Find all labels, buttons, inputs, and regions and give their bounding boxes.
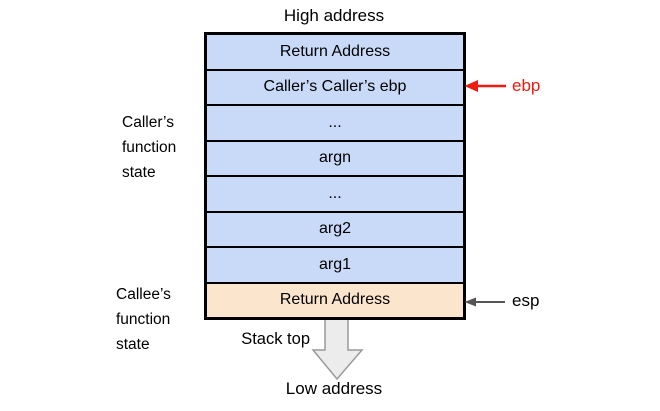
stack-row-label: arg2 <box>318 220 352 238</box>
caller-function-state-label: Caller’s function state <box>122 110 176 185</box>
caller-label-line: state <box>122 164 156 181</box>
callee-label-line: state <box>116 336 150 353</box>
stack-row-return-address-callee: Return Address <box>207 281 463 317</box>
stack-row-return-address-caller: Return Address <box>207 35 463 69</box>
ebp-arrow-head <box>464 80 478 92</box>
stack-row-ellipsis-lower: ... <box>207 175 463 211</box>
stack-row-arg2: arg2 <box>207 210 463 246</box>
esp-arrow-head <box>464 297 476 307</box>
stack-row-label: ... <box>328 184 342 202</box>
ebp-register-label: ebp <box>512 76 541 95</box>
high-address-label: High address <box>283 6 385 25</box>
esp-pointer-arrow-icon <box>464 297 505 307</box>
stack-row-label: Caller’s Caller’s ebp <box>263 78 407 96</box>
ebp-pointer-arrow-icon <box>464 80 506 92</box>
esp-register-label: esp <box>512 291 540 310</box>
stack-row-label: ... <box>328 113 342 131</box>
stack-row-label: arg1 <box>318 255 352 273</box>
stack-row-ellipsis-upper: ... <box>207 104 463 140</box>
stack-row-label: Return Address <box>279 42 391 60</box>
stack-growth-down-arrow-icon <box>311 316 364 381</box>
stack-row-label: Return Address <box>279 291 391 309</box>
stack-row-callers-callers-ebp: Caller’s Caller’s ebp <box>207 68 463 104</box>
caller-label-line: Caller’s <box>122 114 174 131</box>
stack-top-label: Stack top <box>241 330 310 348</box>
callee-function-state-label: Callee’s function state <box>116 282 171 357</box>
stack-row-label: argn <box>318 149 352 167</box>
callee-label-line: Callee’s <box>116 286 171 303</box>
low-address-label: Low address <box>285 379 383 398</box>
stack-row-argn: argn <box>207 139 463 175</box>
stack-row-arg1: arg1 <box>207 246 463 282</box>
stack-growth-arrow-shape <box>311 316 364 381</box>
caller-label-line: function <box>122 139 177 156</box>
callee-label-line: function <box>116 311 171 328</box>
stack-frame-box: Return Address Caller’s Caller’s ebp ...… <box>204 32 466 320</box>
